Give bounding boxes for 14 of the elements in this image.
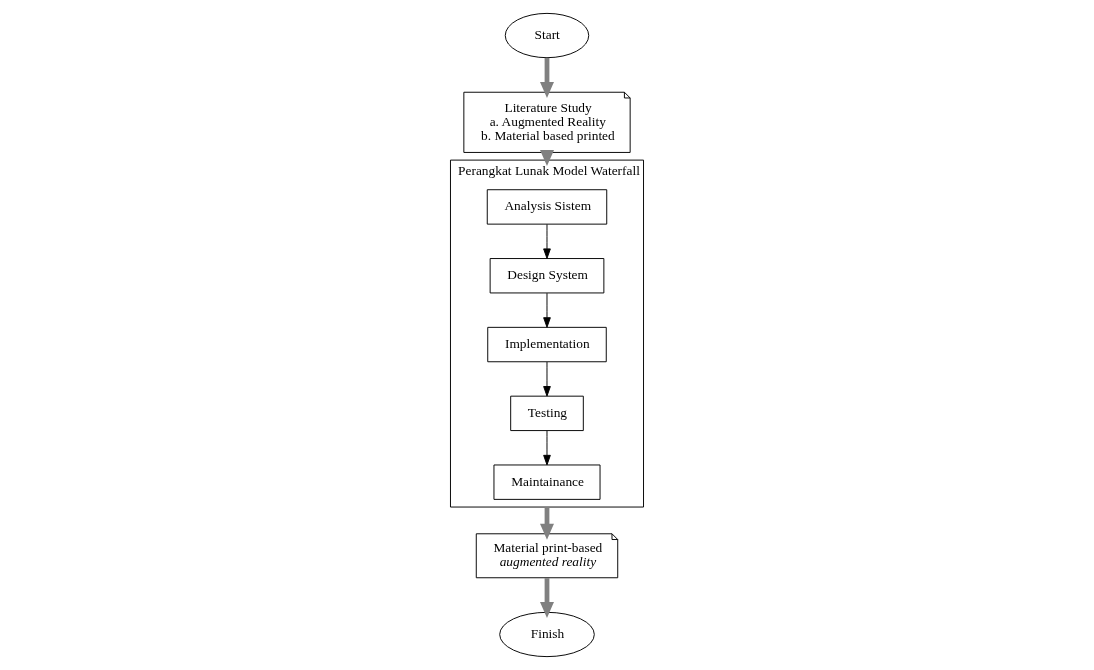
- arrow: [543, 361, 551, 397]
- arrow: [543, 430, 551, 466]
- node-box: Maintainance: [493, 464, 601, 500]
- arrow: [543, 292, 551, 328]
- arrow: [543, 223, 551, 259]
- node-ellipse: Finish: [499, 611, 595, 658]
- node-box: Implementation: [487, 326, 607, 363]
- node-box: Analysis Sistem: [486, 189, 608, 225]
- node-box: Testing: [510, 395, 584, 432]
- arrow: [540, 578, 554, 618]
- arrow: [540, 57, 554, 98]
- node-ellipse: Start: [504, 12, 590, 59]
- arrow: [540, 507, 554, 540]
- node-box: Design System: [489, 258, 605, 294]
